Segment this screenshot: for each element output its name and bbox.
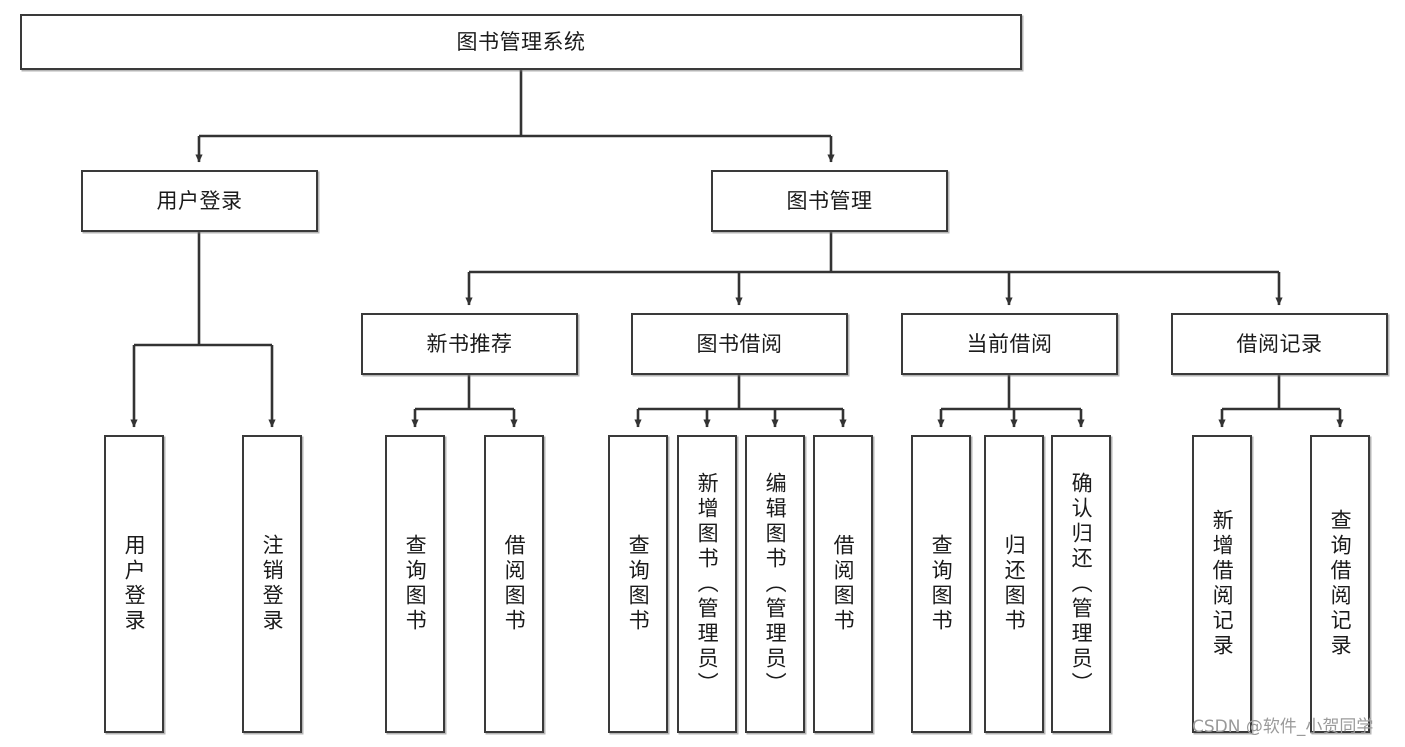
node-label: 查询图书: [929, 534, 954, 634]
node-leaf-return-book[interactable]: 归还图书: [984, 435, 1044, 733]
node-leaf-query-book-2[interactable]: 查询图书: [608, 435, 668, 733]
node-leaf-query-book-3[interactable]: 查询图书: [911, 435, 971, 733]
node-label: 用户登录: [156, 188, 243, 213]
node-label: 查询借阅记录: [1328, 509, 1353, 659]
node-label: 借阅图书: [502, 534, 527, 634]
node-new-book-rec[interactable]: 新书推荐: [361, 313, 578, 375]
node-leaf-add-record[interactable]: 新增借阅记录: [1192, 435, 1252, 733]
node-label: 图书借阅: [696, 331, 783, 356]
node-label: 借阅记录: [1236, 331, 1323, 356]
node-book-manage[interactable]: 图书管理: [711, 170, 948, 232]
node-label: 新书推荐: [426, 331, 513, 356]
node-user-login[interactable]: 用户登录: [81, 170, 318, 232]
node-leaf-borrow-book-2[interactable]: 借阅图书: [813, 435, 873, 733]
node-label: 新增图书（管理员）: [695, 471, 720, 697]
node-label: 归还图书: [1002, 534, 1027, 634]
node-leaf-confirm-return[interactable]: 确认归还（管理员）: [1051, 435, 1111, 733]
node-leaf-query-record[interactable]: 查询借阅记录: [1310, 435, 1370, 733]
node-book-borrow[interactable]: 图书借阅: [631, 313, 848, 375]
node-root[interactable]: 图书管理系统: [20, 14, 1022, 70]
node-label: 借阅图书: [831, 534, 856, 634]
node-label: 图书管理: [786, 188, 873, 213]
node-label: 查询图书: [403, 534, 428, 634]
node-label: 当前借阅: [966, 331, 1053, 356]
node-leaf-edit-book[interactable]: 编辑图书（管理员）: [745, 435, 805, 733]
node-label: 编辑图书（管理员）: [763, 471, 788, 697]
node-label: 新增借阅记录: [1210, 509, 1235, 659]
node-leaf-logout[interactable]: 注销登录: [242, 435, 302, 733]
node-label: 用户登录: [122, 534, 147, 634]
node-label: 确认归还（管理员）: [1069, 471, 1094, 697]
node-current-borrow[interactable]: 当前借阅: [901, 313, 1118, 375]
node-leaf-query-book-1[interactable]: 查询图书: [385, 435, 445, 733]
node-leaf-add-book[interactable]: 新增图书（管理员）: [677, 435, 737, 733]
node-borrow-record[interactable]: 借阅记录: [1171, 313, 1388, 375]
node-label: 图书管理系统: [456, 29, 586, 54]
node-label: 查询图书: [626, 534, 651, 634]
node-leaf-borrow-book-1[interactable]: 借阅图书: [484, 435, 544, 733]
csdn-watermark: CSDN @软件_小贺同学: [1192, 717, 1374, 737]
node-leaf-user-login[interactable]: 用户登录: [104, 435, 164, 733]
node-label: 注销登录: [260, 534, 285, 634]
